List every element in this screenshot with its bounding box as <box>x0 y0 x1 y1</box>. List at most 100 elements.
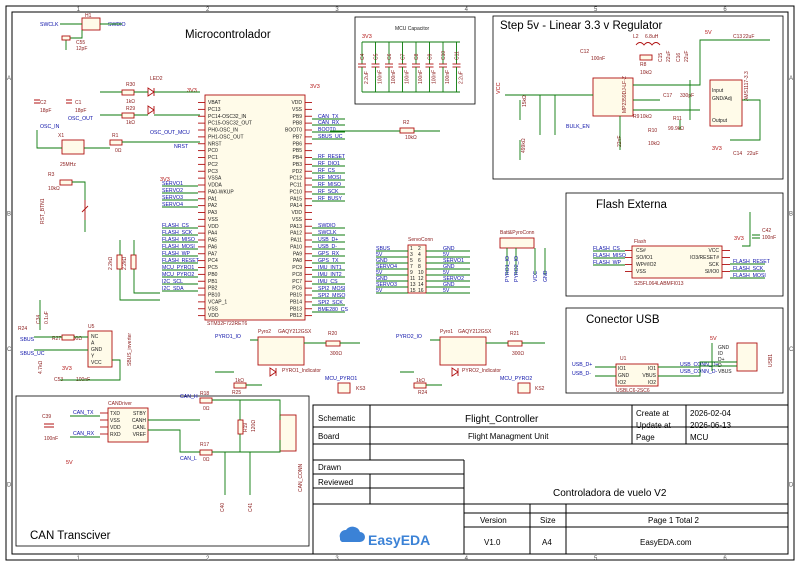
servo-pin-number: 14 <box>418 282 424 288</box>
mcu-right-pin-label: PB13 <box>290 306 302 312</box>
mcu-left-pin-label: VDD <box>208 224 219 230</box>
svg-text:PYRO1_IO: PYRO1_IO <box>215 334 241 340</box>
title-board-label: Board <box>318 432 339 441</box>
svg-text:C17: C17 <box>663 93 672 99</box>
svg-text:12pF: 12pF <box>76 46 87 52</box>
svg-text:SBUS: SBUS <box>20 337 35 343</box>
flash-net-label: FLASH_MOSI <box>733 273 766 279</box>
svg-text:300Ω: 300Ω <box>512 351 524 357</box>
flash-net-label: FLASH_RESET <box>733 259 771 265</box>
svg-text:10kΩ: 10kΩ <box>640 114 652 120</box>
servo-left-net: SERVO4 <box>376 264 397 270</box>
usb-esd-pin: VBUS <box>642 373 656 379</box>
svg-text:U5: U5 <box>88 324 95 330</box>
svg-text:OSC_IN: OSC_IN <box>40 124 60 130</box>
section-title-can: CAN Transciver <box>30 530 111 542</box>
mcu-left-pin-label: PB10 <box>208 293 220 299</box>
svg-text:Pyro2: Pyro2 <box>258 329 271 335</box>
mcu-left-pin-label: PH0-OSC_IN <box>208 128 238 134</box>
can-pin-label: CANL <box>133 425 147 431</box>
can-box <box>15 395 310 547</box>
title-update-value: 2026-06-13 <box>690 421 731 430</box>
title-block: Schematic Flight_Controller Board Flight… <box>312 404 789 555</box>
svg-text:100nF: 100nF <box>44 436 58 442</box>
flash-pin-label: SO/IO1 <box>636 255 653 261</box>
svg-text:3V3: 3V3 <box>712 146 722 152</box>
mcu-right-net-labels: CAN_TXCAN_RXBOOT0SBUS_UCRF_RESETRF_DIO1R… <box>312 114 349 313</box>
svg-text:15kΩ: 15kΩ <box>522 95 528 107</box>
mcu-net-label: SWDIO <box>318 223 336 229</box>
mcu-right-pin-label: PB5 <box>293 148 303 154</box>
svg-text:10kΩ: 10kΩ <box>640 70 652 76</box>
mcu-net-label: BOOT0 <box>318 127 336 133</box>
svg-text:C12: C12 <box>580 49 589 55</box>
pyro-channel-2: Pyro1 GAQY212GSX PYRO2_IO R21 300Ω R24 1… <box>396 329 545 396</box>
mcu-net-label: SPI2_SCK <box>318 300 343 306</box>
usb-conn-pin: GND <box>718 345 730 351</box>
mcu-right-pin-label: PC11 <box>290 183 302 189</box>
mcu-net-label: USB_D- <box>318 244 337 250</box>
title-board-value: Flight Managment Unit <box>468 432 549 441</box>
svg-text:1kΩ: 1kΩ <box>126 120 135 126</box>
mcu-net-label: FLASH_MOSI <box>162 244 195 250</box>
cap-value: 100nF <box>418 70 424 84</box>
mcu-right-pin-label: PB6 <box>293 141 303 147</box>
title-version-value: V1.0 <box>484 538 501 547</box>
servo-right-net: SERVO1 <box>443 258 464 264</box>
servo-pin-number: 12 <box>418 276 424 282</box>
sbus-pin-label: VCC <box>91 360 102 366</box>
mcu-net-label: SERVO3 <box>162 195 183 201</box>
mcu-net-label: IMU_INT1 <box>318 265 342 271</box>
svg-text:Output: Output <box>712 118 728 124</box>
section-title-usb: Conector USB <box>586 314 660 326</box>
servo-right-net: 5V <box>443 288 450 294</box>
mcu-right-pin-label: PB9 <box>293 114 303 120</box>
flash-pin-label: SI/IO0 <box>705 269 719 275</box>
svg-text:AMS1117-3.3: AMS1117-3.3 <box>744 71 750 101</box>
svg-text:300Ω: 300Ω <box>330 351 342 357</box>
grid-row-label: A <box>789 76 793 82</box>
can-pin-label: VSS <box>110 418 121 424</box>
svg-text:R27: R27 <box>52 336 61 342</box>
title-main: Controladora de vuelo V2 <box>553 488 667 499</box>
mcu-net-label: SERVO2 <box>162 188 183 194</box>
swd-header: H1 SWCLK SWDIO C55 12pF <box>40 13 126 52</box>
mcu-chip <box>204 94 306 321</box>
flash-memory: Flash S25FL064LABMFI013 3V3 C42 100nF CS… <box>593 212 776 287</box>
mcu-net-label: GPS_RX <box>318 251 340 257</box>
grid-row-label: D <box>789 482 794 488</box>
mcu-net-label: RF_DIO1 <box>318 161 340 167</box>
title-create-label: Create at <box>636 409 670 418</box>
svg-text:MP2359DJ-LF-Z: MP2359DJ-LF-Z <box>622 76 628 113</box>
svg-text:NRST: NRST <box>174 144 189 150</box>
mcu-right-pins: VDDVSSPB9PB8BOOT0PB7PB6PB5PB4PB3PD2PC12P… <box>285 100 312 319</box>
servo-left-net: GND <box>376 258 388 264</box>
svg-text:C2: C2 <box>40 100 47 106</box>
svg-text:SBUS_UC: SBUS_UC <box>20 351 45 357</box>
grid-col-label: 1 <box>77 556 81 562</box>
can-pin-label: RXD <box>110 432 121 438</box>
servo-pin-number: 11 <box>410 276 415 282</box>
mcu-right-pin-label: PA8 <box>293 258 302 264</box>
svg-text:R24: R24 <box>418 390 427 396</box>
svg-text:10kΩ: 10kΩ <box>48 186 60 192</box>
mcu-net-label: IMU_CS <box>318 279 338 285</box>
cap-ref: C9 <box>428 53 434 60</box>
mcu-net-label: RF_CS <box>318 168 336 174</box>
mcu-right-pin-label: PB8 <box>293 121 303 127</box>
mcu-right-pin-label: PB7 <box>293 134 303 140</box>
cap-value: 100nF <box>405 70 411 84</box>
svg-text:R21: R21 <box>510 331 519 337</box>
servo-right-net: GND <box>443 282 455 288</box>
batt-net-label: VCC <box>533 271 539 282</box>
mcu-left-pin-label: PC3 <box>208 169 218 175</box>
mcu-capacitor-title: MCU Capacitor <box>395 26 430 32</box>
svg-text:GAQY212GSX: GAQY212GSX <box>458 329 492 335</box>
usb-net-label: USB_CONN_D- <box>680 369 717 375</box>
svg-text:R24: R24 <box>18 326 27 332</box>
title-update-label: Update at <box>636 421 671 430</box>
mcu-left-net-labels: SERVO1SERVO2SERVO3SERVO4FLASH_CSFLASH_SC… <box>162 181 200 292</box>
svg-text:U1: U1 <box>620 356 627 362</box>
sbus-pin-label: GND <box>91 347 103 353</box>
servo-left-net: GND <box>376 276 388 282</box>
